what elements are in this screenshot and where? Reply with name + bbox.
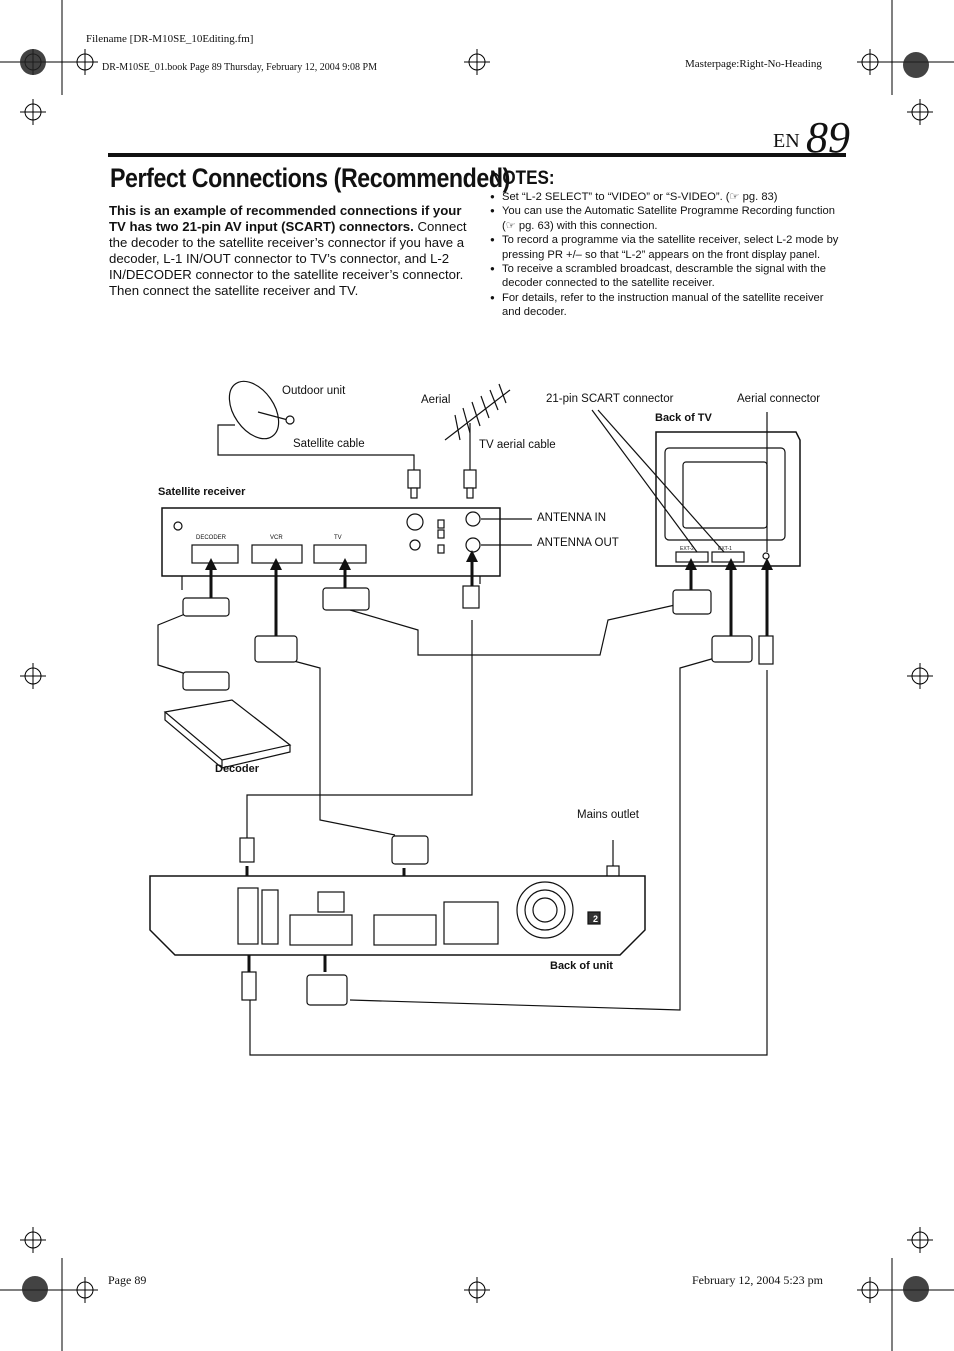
footer-date: February 12, 2004 5:23 pm bbox=[692, 1273, 823, 1287]
label-back-of-unit: Back of unit bbox=[550, 960, 613, 972]
label-aerial: Aerial bbox=[421, 394, 451, 406]
tv-ext1-label: EXT-1 bbox=[718, 546, 732, 552]
tv-ext2-label: EXT-2 bbox=[680, 546, 694, 552]
note-item: To receive a scrambled broadcast, descra… bbox=[490, 262, 840, 291]
footer-page: Page 89 bbox=[108, 1273, 147, 1287]
page-title: Perfect Connections (Recommended) bbox=[110, 163, 510, 193]
satellite-dish-icon bbox=[228, 380, 295, 440]
notes-list: Set “L-2 SELECT” to “VIDEO” or “S-VIDEO”… bbox=[490, 190, 840, 320]
rx-vcr-label: VCR bbox=[270, 535, 283, 541]
label-satellite-receiver: Satellite receiver bbox=[158, 486, 246, 498]
note-item: To record a programme via the satellite … bbox=[490, 233, 840, 262]
label-mains-outlet: Mains outlet bbox=[577, 809, 640, 821]
tv-back-icon bbox=[655, 431, 801, 567]
rx-decoder-label: DECODER bbox=[196, 535, 227, 541]
label-antenna-in: ANTENNA IN bbox=[537, 512, 607, 524]
header-masterpage: Masterpage:Right-No-Heading bbox=[685, 58, 822, 70]
label-decoder: Decoder bbox=[215, 763, 260, 775]
label-outdoor-unit: Outdoor unit bbox=[282, 385, 346, 397]
aerial-icon bbox=[444, 383, 511, 470]
intro-paragraph: This is an example of recommended connec… bbox=[109, 203, 469, 299]
label-satellite-cable: Satellite cable bbox=[293, 438, 365, 450]
unit-badge: 2 bbox=[593, 914, 598, 924]
note-item: You can use the Automatic Satellite Prog… bbox=[490, 204, 840, 233]
label-scart-connector: 21-pin SCART connector bbox=[546, 393, 674, 405]
label-antenna-out: ANTENNA OUT bbox=[537, 537, 619, 549]
label-aerial-connector: Aerial connector bbox=[737, 393, 821, 405]
header-filename: Filename [DR-M10SE_10Editing.fm] bbox=[86, 33, 254, 45]
language-label: EN bbox=[773, 130, 800, 152]
label-tv-aerial-cable: TV aerial cable bbox=[479, 439, 556, 451]
intro-text: Connect the decoder to the satellite rec… bbox=[109, 219, 467, 298]
note-item: Set “L-2 SELECT” to “VIDEO” or “S-VIDEO”… bbox=[490, 190, 840, 205]
decoder-icon bbox=[163, 699, 292, 769]
notes-heading: NOTES: bbox=[490, 168, 555, 189]
header-book-info: DR-M10SE_01.book Page 89 Thursday, Febru… bbox=[102, 62, 377, 73]
intro-bold: This is an example of recommended connec… bbox=[109, 203, 462, 234]
label-back-of-tv: Back of TV bbox=[655, 412, 712, 424]
satellite-receiver-icon bbox=[161, 507, 501, 590]
rx-tv-label: TV bbox=[334, 535, 342, 541]
dvd-recorder-back-icon bbox=[149, 875, 646, 956]
header-rule bbox=[108, 153, 846, 157]
note-item: For details, refer to the instruction ma… bbox=[490, 291, 840, 320]
